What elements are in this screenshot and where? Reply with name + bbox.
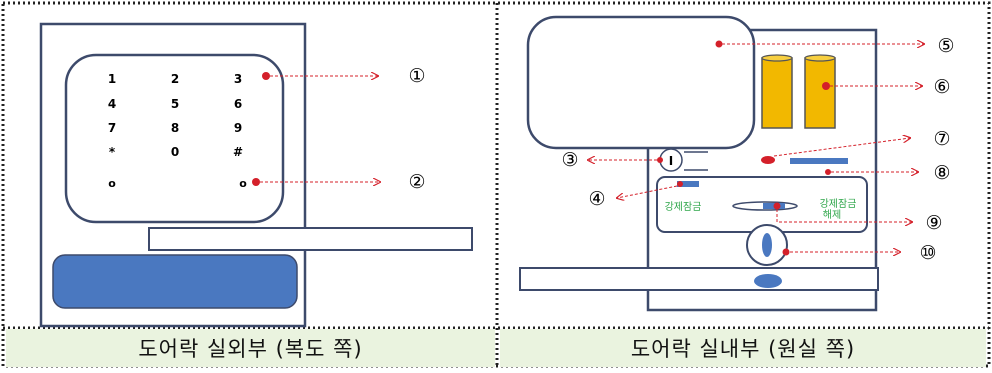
key-8: 8 <box>171 121 179 135</box>
battery-cover <box>526 15 756 150</box>
battery-left <box>761 57 793 129</box>
key-star: * <box>109 145 116 159</box>
marker-9 <box>773 202 781 210</box>
marker-6 <box>822 82 830 90</box>
thumb-turn-knob <box>762 233 772 257</box>
callout-7: ⑦ <box>933 128 950 150</box>
inside-body <box>646 28 878 312</box>
keypad-bottom-left: o <box>108 177 116 190</box>
keypad-panel <box>64 53 285 224</box>
key-5: 5 <box>171 97 179 111</box>
lever-hub <box>754 274 782 288</box>
lock-label-left: 강제잠금 <box>665 201 702 213</box>
marker-5 <box>715 40 723 48</box>
callout-9: ⑨ <box>925 212 942 234</box>
lock-label-right-line1: 강제잠금 <box>820 198 857 210</box>
arrow-4 <box>617 185 678 198</box>
key-1: 1 <box>108 72 116 86</box>
callout-1: ① <box>408 65 425 87</box>
lock-label-right-line2: 해제 <box>823 208 841 221</box>
key-0: 0 <box>171 145 179 159</box>
key-hash: # <box>233 145 243 159</box>
marker-3 <box>657 157 663 163</box>
outside-lever <box>148 227 473 251</box>
caption-inside: 도어락 실내부 (원실 쪽) <box>500 329 986 367</box>
key-3: 3 <box>234 72 242 86</box>
callout-10: ⑩ <box>919 242 936 264</box>
marker-1 <box>262 72 270 80</box>
battery-left-top <box>761 54 793 62</box>
callout-3: ③ <box>561 149 578 171</box>
key-7: 7 <box>108 121 116 135</box>
key-2: 2 <box>171 72 179 86</box>
outside-body <box>39 22 307 328</box>
key-9: 9 <box>234 121 242 135</box>
inside-lever <box>519 267 879 291</box>
caption-outside: 도어락 실외부 (복도 쪽) <box>6 329 495 367</box>
battery-right-top <box>804 54 836 62</box>
battery-right <box>804 57 836 129</box>
arrow-7 <box>773 138 910 157</box>
switch-8 <box>790 158 848 164</box>
marker-8 <box>825 169 831 175</box>
callout-2: ② <box>408 171 425 193</box>
callout-4: ④ <box>588 188 605 210</box>
callout-8: ⑧ <box>933 162 950 184</box>
dial-mark: I <box>669 154 673 168</box>
caption-outside-text: 도어락 실외부 (복도 쪽) <box>138 337 363 361</box>
key-4: 4 <box>108 97 116 111</box>
switch-4 <box>677 181 699 187</box>
inside-door-lock: I 강제잠금 강제잠금 해제 ⑤ ⑥ ⑦ ⑧ ③ ④ ⑨ <box>519 15 955 312</box>
key-6: 6 <box>234 97 242 111</box>
button-7 <box>761 156 775 164</box>
callout-6: ⑥ <box>933 76 950 98</box>
outside-door-lock: 1 2 3 4 5 6 7 8 9 * 0 # o o ① ② <box>39 22 473 328</box>
keypad-bottom-right: o <box>239 177 247 190</box>
callout-5: ⑤ <box>937 35 954 57</box>
marker-10 <box>782 248 790 256</box>
marker-2 <box>252 178 260 186</box>
marker-4 <box>677 181 683 187</box>
outside-handle <box>52 254 298 309</box>
arrow-9 <box>776 209 912 222</box>
caption-inside-text: 도어락 실내부 (원실 쪽) <box>630 337 856 361</box>
